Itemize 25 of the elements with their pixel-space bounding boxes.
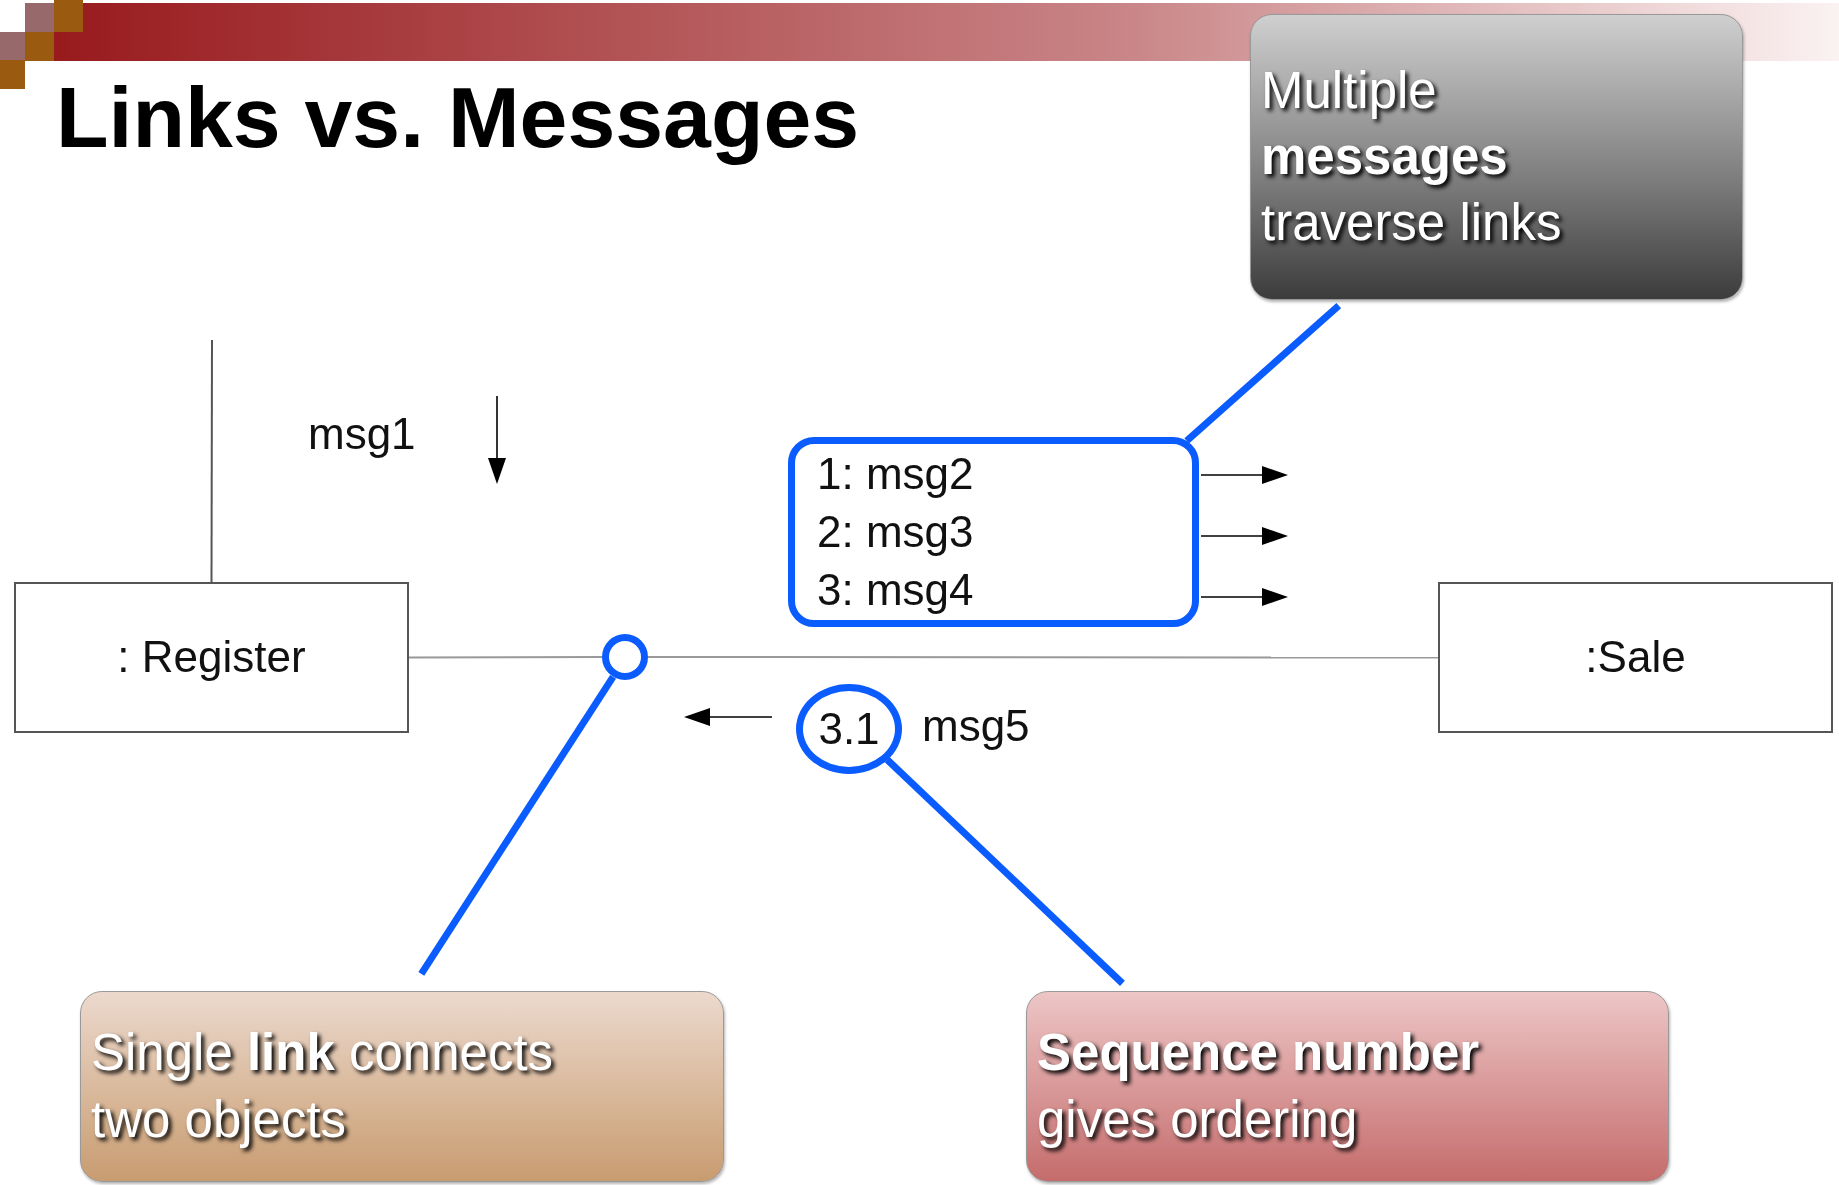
callout-box: [80, 991, 724, 1182]
callout-text: Sequence number gives ordering: [1037, 1023, 1481, 1150]
message-label: 2: msg3: [817, 506, 975, 558]
leader-line: [418, 674, 616, 976]
link-line: [408, 656, 603, 659]
message-label: 3: msg4: [817, 564, 975, 616]
leader-line: [1184, 303, 1342, 444]
leader-line: [884, 757, 1125, 986]
link-line: [647, 656, 1439, 659]
callout-box: [1026, 991, 1669, 1182]
callout-text: Single link connects two objects: [91, 1023, 555, 1150]
highlight-circle: [602, 634, 648, 680]
sequence-number: 3.1: [818, 702, 880, 755]
object-name: :Sale: [1585, 631, 1686, 684]
highlight-box: [788, 437, 1199, 627]
message-label: 1: msg2: [817, 448, 975, 500]
object-box: [1438, 582, 1833, 733]
message-label: msg1: [308, 407, 416, 460]
object-name: : Register: [117, 631, 306, 684]
callout-text: Multiple messages traverse links: [1261, 60, 1563, 254]
callout-box: [1250, 14, 1743, 300]
link-line: [210, 339, 213, 583]
object-box: [14, 582, 409, 733]
slide-title: Links vs. Messages: [56, 70, 860, 165]
message-label: msg5: [922, 700, 1030, 752]
